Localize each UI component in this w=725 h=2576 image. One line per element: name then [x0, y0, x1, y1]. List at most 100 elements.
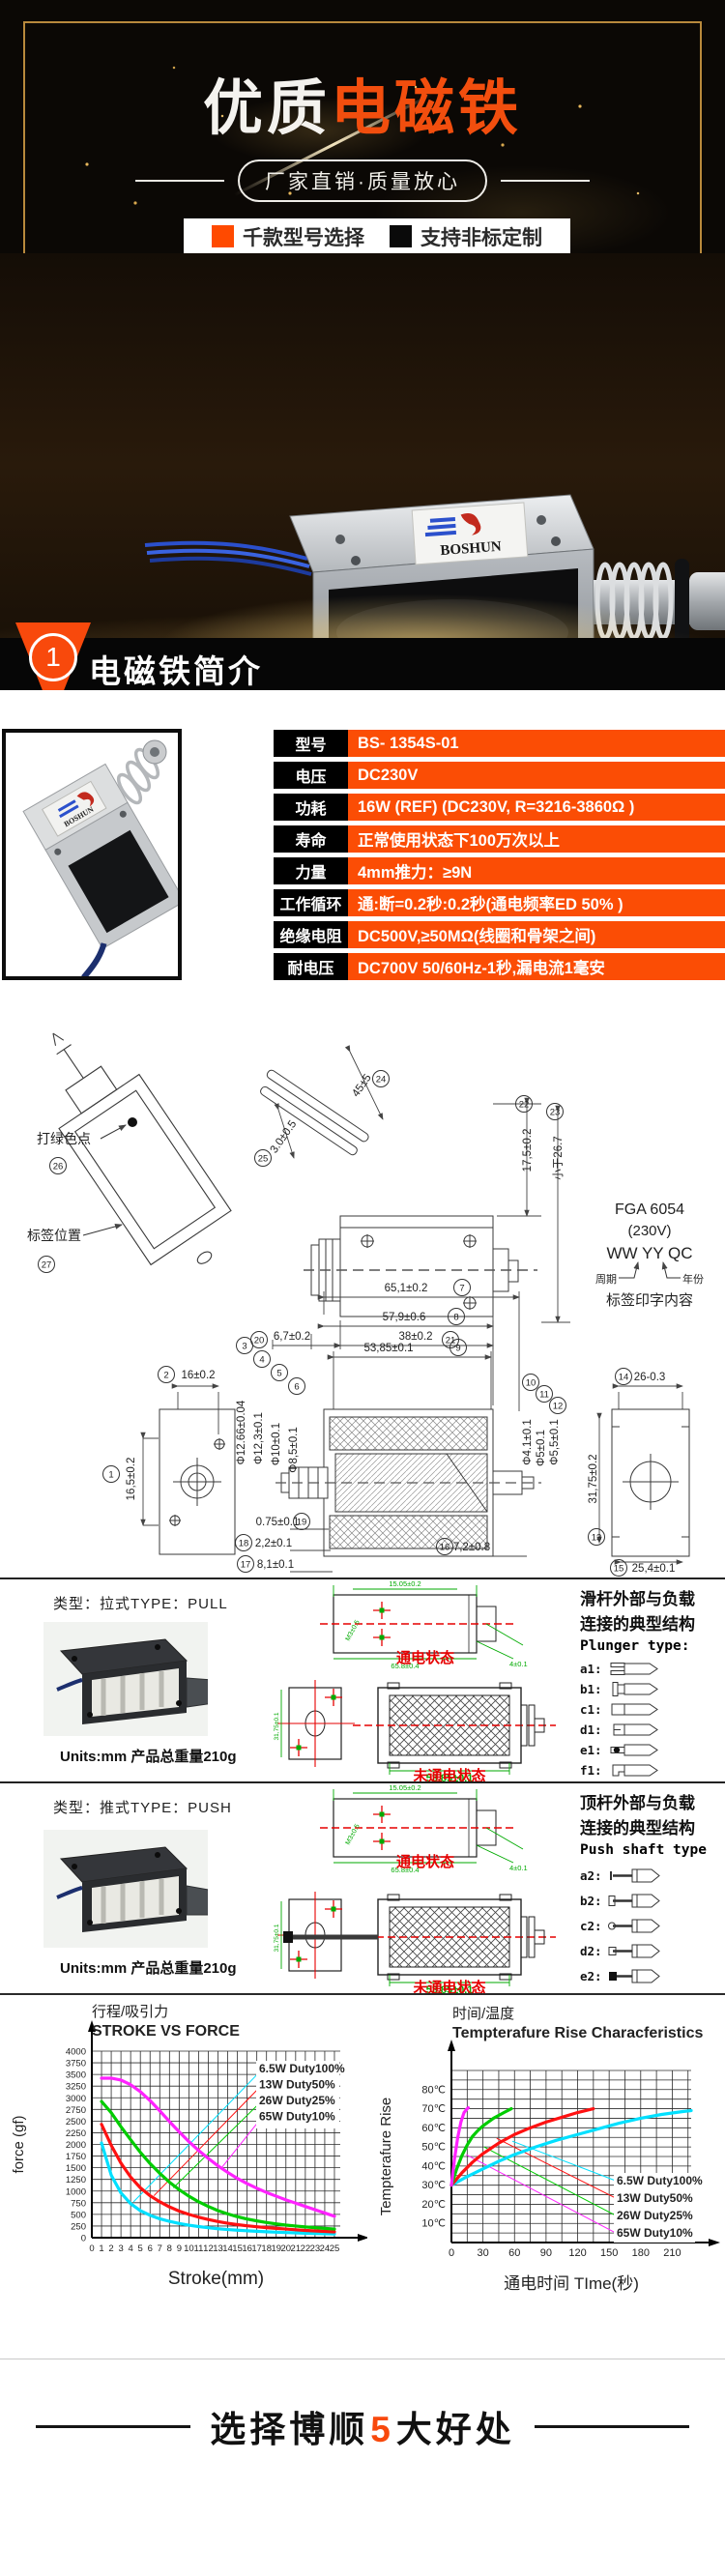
- type-item-label: c1:: [580, 1702, 602, 1717]
- svg-text:16: 16: [440, 1543, 450, 1553]
- badge2-label: 支持非标定制: [420, 226, 542, 249]
- svg-text:2: 2: [108, 2243, 113, 2254]
- divider-line: [501, 180, 590, 182]
- dim-text: 31,75±0.2: [588, 1454, 599, 1503]
- technical-drawing: 65,1±0.257,9±0.653,85±0.16,7±0.238±0.217…: [27, 1032, 704, 1577]
- circled-number: [253, 1350, 271, 1368]
- solenoid-outline-tilted: [52, 1032, 232, 1266]
- circled-number: [102, 1465, 120, 1483]
- svg-text:80℃: 80℃: [421, 2084, 446, 2096]
- dim-text: 6,7±0.2: [274, 1331, 310, 1343]
- svg-text:0: 0: [81, 2234, 86, 2244]
- svg-text:60: 60: [508, 2247, 520, 2259]
- svg-text:1500: 1500: [66, 2163, 86, 2174]
- svg-text:1: 1: [99, 2243, 103, 2254]
- dim-text: Φ8,5±0.1: [288, 1427, 300, 1472]
- svg-text:24: 24: [320, 2243, 331, 2254]
- circled-number: [271, 1364, 288, 1381]
- cycle-label: 周期: [595, 1273, 617, 1286]
- push-shaft-column: 顶杆外部与负载 连接的典型结构 Push shaft type a2:b2:c2…: [580, 1791, 720, 1988]
- svg-text:18: 18: [261, 2243, 272, 2254]
- svg-text:20: 20: [254, 1336, 265, 1346]
- dim-text: 0.75±0.1: [256, 1517, 300, 1528]
- hero-title-orange: 电磁铁: [331, 75, 523, 142]
- svg-text:3: 3: [242, 1342, 246, 1352]
- spec-value: 通:断=0.2秒:0.2秒(通电频率ED 50% ): [348, 889, 725, 916]
- pull-units-label: Units:mm 产品总重量210g: [60, 1749, 237, 1765]
- svg-text:12: 12: [203, 2243, 214, 2254]
- svg-text:13: 13: [592, 1533, 602, 1544]
- state-on-label: 通电状态: [396, 1853, 454, 1870]
- legend-entry: 65W Duty10%: [617, 2226, 693, 2240]
- pull-type-section: 类型：拉式TYPE：PULL Units:mm 产品总重量210g 15.05±…: [0, 1577, 725, 1783]
- plunger-type-icon: [612, 1764, 658, 1777]
- type-item-label: b1:: [580, 1682, 602, 1696]
- chart-subtitle: STROKE VS FORCE: [92, 2023, 240, 2040]
- circled-number: [293, 1513, 310, 1530]
- svg-text:15: 15: [614, 1564, 624, 1575]
- state-off-label: 未通电状态: [412, 1979, 485, 1995]
- orange-square-icon: [212, 225, 234, 247]
- hero-title-white: 优质: [202, 75, 331, 142]
- green-dot-label: 打绿色点: [37, 1131, 91, 1146]
- svg-text:9: 9: [177, 2243, 182, 2254]
- spec-label: 型号: [274, 730, 348, 757]
- circled-number: [237, 1555, 254, 1573]
- side-view: [310, 1215, 519, 1317]
- circled-number: [38, 1256, 55, 1273]
- svg-text:15.05±0.2: 15.05±0.2: [389, 1783, 420, 1792]
- svg-text:31,75±0.1: 31,75±0.1: [274, 1924, 280, 1952]
- legend-entry: 6.5W Duty100%: [617, 2174, 703, 2187]
- svg-text:0: 0: [89, 2243, 94, 2254]
- spec-label: 寿命: [274, 825, 348, 853]
- hero-subtitle-row: 厂家直销·质量放心: [0, 159, 725, 202]
- plunger-type-icon: [610, 1663, 658, 1675]
- product-hero-band: BOSHUN: [0, 253, 725, 638]
- benefits-title-post: 大好处: [395, 2410, 515, 2449]
- push-type-section: 类型：推式TYPE：PUSH Units:mm 产品总重量210g 15.05±…: [0, 1781, 725, 1995]
- plunger-type-icon: [611, 1703, 658, 1716]
- svg-text:50℃: 50℃: [421, 2142, 446, 2154]
- push-right-line1: 顶杆外部与负载: [580, 1794, 695, 1812]
- circled-number: [522, 1374, 539, 1391]
- svg-text:19: 19: [297, 1518, 307, 1528]
- print-label: 标签印字内容: [606, 1292, 693, 1309]
- cross-section-view: [280, 1408, 535, 1557]
- section1-number: 1: [29, 633, 77, 681]
- tag-pos-label: 标签位置: [27, 1228, 81, 1243]
- dim-text: Φ12,3±0.1: [253, 1412, 265, 1464]
- x-axis-label: 通电时间 TIme(秒): [504, 2274, 639, 2293]
- svg-text:60℃: 60℃: [421, 2123, 446, 2134]
- dim-text: Φ12.66±0.04: [236, 1400, 247, 1464]
- dim-main: 53,85±0.1: [426, 1773, 474, 1783]
- svg-text:14: 14: [619, 1373, 629, 1383]
- section1-header: 1 电磁铁简介: [0, 622, 725, 717]
- deenergized-diagram: 31,75±0.153,85±0.1: [274, 1892, 556, 1995]
- svg-text:150: 150: [600, 2247, 618, 2259]
- circled-number: [615, 1368, 632, 1385]
- svg-text:1000: 1000: [66, 2186, 86, 2197]
- circled-number: [610, 1559, 627, 1577]
- type-list-item: f1:: [580, 1760, 720, 1780]
- type-item-label: d1:: [580, 1722, 602, 1737]
- svg-text:17: 17: [241, 1560, 251, 1571]
- svg-text:4±0.1: 4±0.1: [509, 1660, 528, 1668]
- type-list-item: b1:: [580, 1679, 720, 1699]
- gold-sparkles: [0, 0, 725, 253]
- type-item-label: a1:: [580, 1662, 602, 1676]
- svg-text:250: 250: [71, 2221, 86, 2232]
- svg-text:1250: 1250: [66, 2175, 86, 2185]
- svg-text:65.8±0.4: 65.8±0.4: [391, 1662, 419, 1670]
- legend-entry: 26W Duty25%: [259, 2094, 335, 2107]
- svg-text:20: 20: [280, 2243, 291, 2254]
- svg-text:26: 26: [53, 1162, 64, 1172]
- svg-text:7: 7: [158, 2243, 162, 2254]
